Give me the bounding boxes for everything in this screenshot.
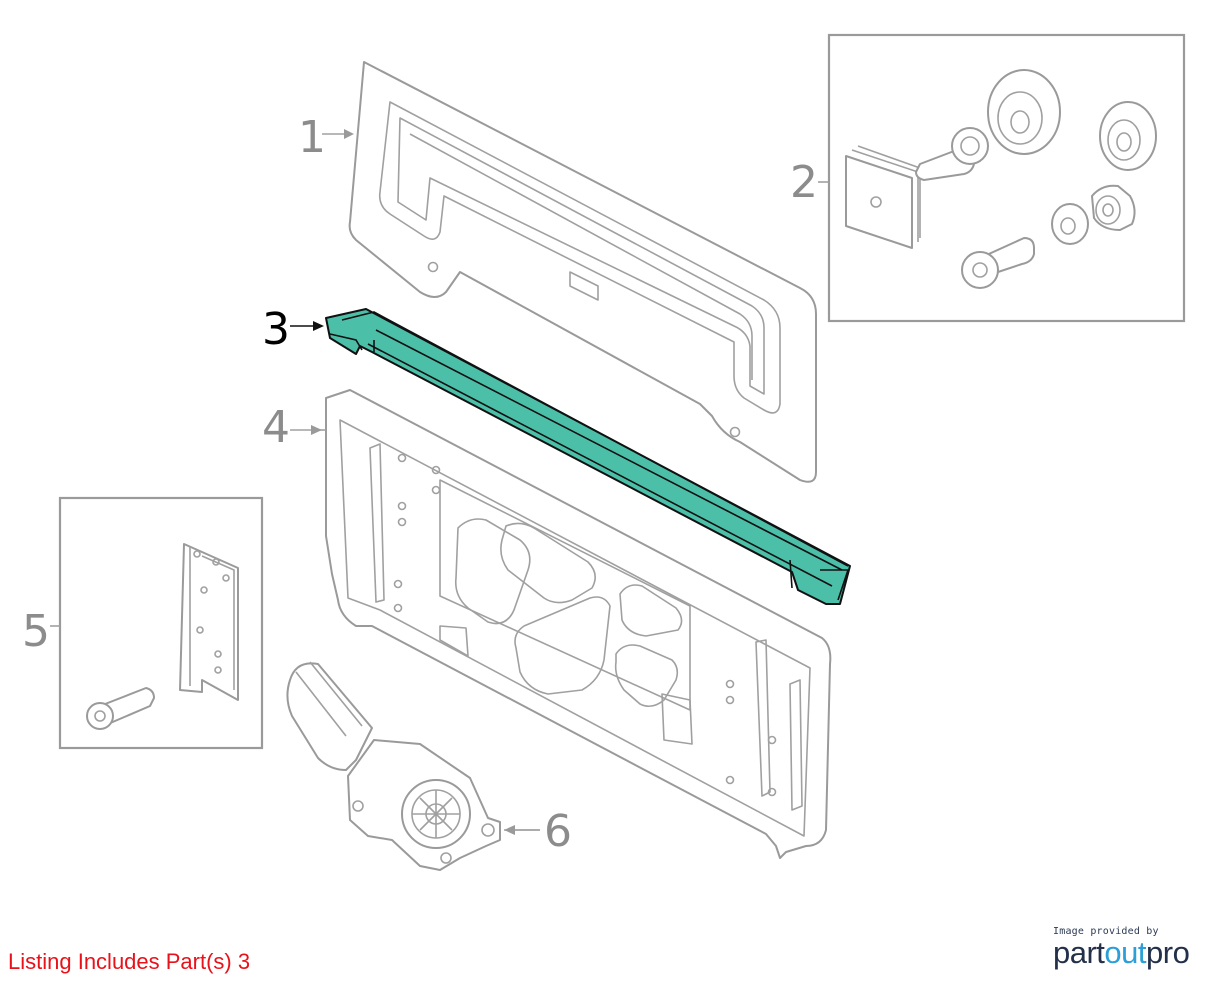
part-5-bracket-kit: [50, 496, 264, 750]
callout-2: 2: [790, 157, 818, 208]
part-4-inner-panel: [318, 389, 832, 859]
part-2-hardware-kit: [818, 33, 1186, 323]
callout-3: 3: [262, 304, 290, 355]
image-credit: Image provided by partoutpro: [1053, 926, 1213, 969]
callout-5: 5: [22, 606, 50, 657]
brand-out: out: [1104, 935, 1147, 970]
callout-arrows: [290, 129, 540, 835]
callout-1: 1: [298, 112, 326, 163]
callout-4: 4: [262, 402, 290, 453]
credit-caption: Image provided by: [1053, 926, 1159, 937]
part-6-actuator-motor: [286, 661, 540, 871]
brand-pro: pro: [1146, 935, 1190, 970]
callout-6: 6: [544, 806, 572, 857]
listing-includes-note: Listing Includes Part(s) 3: [8, 949, 251, 974]
brand-logo: partoutpro: [1053, 937, 1213, 969]
brand-part: part: [1053, 935, 1105, 970]
part-3-tailgate-cap: [325, 308, 851, 605]
part-1-trim-panel: [348, 61, 817, 483]
